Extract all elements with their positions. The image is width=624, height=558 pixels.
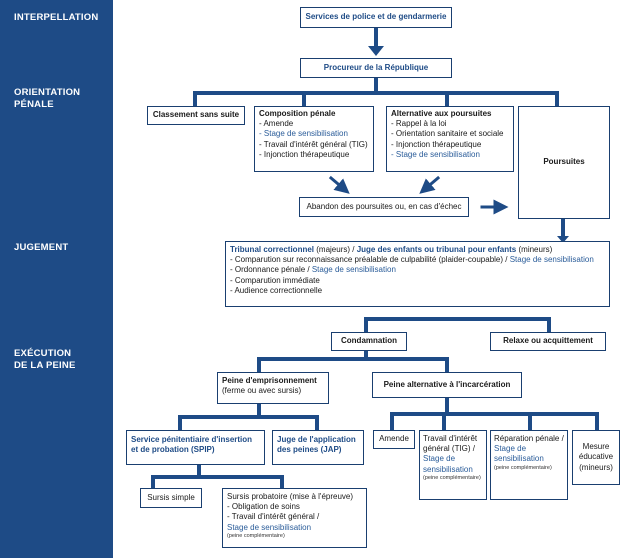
reparation-note: (peine complémentaire)	[494, 464, 552, 471]
tribunal-mineurs: (mineurs)	[516, 245, 553, 254]
reparation-text: Réparation pénale /	[494, 434, 564, 443]
tribunal-juge-enfants: Juge des enfants ou tribunal pour enfant…	[356, 245, 517, 254]
tribunal-item-crpc-stage: Stage de sensibilisation	[509, 255, 594, 265]
alternative-item-rappel: - Rappel à la loi	[391, 119, 447, 129]
tribunal-item-ordonnance-stage: Stage de sensibilisation	[311, 265, 396, 275]
tribunal-item-audience: - Audience correctionnelle	[230, 285, 323, 295]
box-relaxe-acquittement: Relaxe ou acquittement	[490, 332, 606, 351]
sursis-probatoire-item-tig: - Travail d'intérêt général /	[227, 512, 320, 522]
tribunal-item-crpc: - Comparution sur reconnaissance préalab…	[230, 255, 605, 265]
tig-note: (peine complémentaire)	[423, 474, 481, 481]
composition-item-stage: - Stage de sensibilisation	[259, 129, 348, 139]
stage-jugement: JUGEMENT	[14, 242, 69, 253]
tribunal-item-ordonnance-text: - Ordonnance pénale /	[230, 265, 312, 275]
tribunal-item-ordonnance: - Ordonnance pénale / Stage de sensibili…	[230, 265, 605, 275]
tribunal-item-comparution: - Comparution immédiate	[230, 275, 320, 285]
box-condamnation: Condamnation	[331, 332, 407, 351]
alternative-item-orientation: - Orientation sanitaire et sociale	[391, 129, 504, 139]
box-sursis-simple: Sursis simple	[140, 488, 202, 508]
sursis-probatoire-note: (peine complémentaire)	[227, 532, 285, 539]
tribunal-title: Tribunal correctionnel (majeurs) / Juge …	[230, 245, 605, 255]
box-jap: Juge de l'application des peines (JAP)	[272, 430, 364, 465]
stage-execution: EXÉCUTION DE LA PEINE	[14, 348, 76, 371]
stage-orientation-penale: ORIENTATION PÉNALE	[14, 87, 81, 110]
arrow-alternative-abandon	[419, 175, 441, 194]
alternative-title: Alternative aux poursuites	[391, 109, 492, 118]
composition-title: Composition pénale	[259, 109, 336, 118]
composition-item-amende: - Amende	[259, 119, 294, 129]
emprisonnement-title: Peine d'emprisonnement	[222, 376, 317, 385]
alternative-item-injonction: - Injonction thérapeutique	[391, 139, 482, 149]
tig-text: Travail d'intérêt général (TIG) /	[423, 434, 478, 454]
box-alternative-poursuites: Alternative aux poursuites - Rappel à la…	[386, 106, 514, 172]
tribunal-item-crpc-text: - Comparution sur reconnaissance préalab…	[230, 255, 510, 265]
tribunal-correctionnel: Tribunal correctionnel	[230, 245, 315, 254]
sursis-probatoire-stage: Stage de sensibilisation	[227, 522, 312, 532]
composition-item-injonction: - Injonction thérapeutique	[259, 149, 350, 159]
box-peine-alternative: Peine alternative à l'incarcération	[372, 372, 522, 398]
box-amende: Amende	[373, 430, 415, 449]
box-tig: Travail d'intérêt général (TIG) / Stage …	[419, 430, 487, 500]
tig-stage: Stage de sensibilisation	[423, 454, 473, 474]
alternative-item-stage: - Stage de sensibilisation	[391, 149, 480, 159]
box-poursuites: Poursuites	[518, 106, 610, 219]
box-reparation: Réparation pénale / Stage de sensibilisa…	[490, 430, 568, 500]
box-classement-sans-suite: Classement sans suite	[147, 106, 245, 125]
composition-item-tig: - Travail d'intérêt général (TIG)	[259, 139, 368, 149]
sursis-probatoire-item-soins: - Obligation de soins	[227, 502, 300, 512]
box-peine-emprisonnement: Peine d'emprisonnement (ferme ou avec su…	[217, 372, 329, 404]
box-composition-penale: Composition pénale - Amende - Stage de s…	[254, 106, 374, 172]
arrow-composition-abandon	[328, 175, 350, 194]
box-police-gendarmerie: Services de police et de gendarmerie	[300, 7, 452, 28]
box-sursis-probatoire: Sursis probatoire (mise à l'épreuve) - O…	[222, 488, 367, 548]
box-spip: Service pénitentiaire d'insertion et de …	[126, 430, 265, 465]
reparation-stage: Stage de sensibilisation	[494, 444, 544, 464]
emprisonnement-sub: (ferme ou avec sursis)	[222, 386, 302, 396]
stage-interpellation: INTERPELLATION	[14, 12, 99, 23]
box-abandon-poursuites: Abandon des poursuites ou, en cas d'éche…	[299, 197, 469, 217]
sursis-probatoire-title: Sursis probatoire (mise à l'épreuve)	[227, 492, 354, 501]
box-tribunal: Tribunal correctionnel (majeurs) / Juge …	[225, 241, 610, 307]
box-procureur: Procureur de la République	[300, 58, 452, 78]
tribunal-majeurs: (majeurs) /	[314, 245, 357, 254]
box-mesure-educative: Mesure éducative (mineurs)	[572, 430, 620, 485]
stage-sidebar: INTERPELLATION ORIENTATION PÉNALE JUGEME…	[0, 0, 113, 558]
